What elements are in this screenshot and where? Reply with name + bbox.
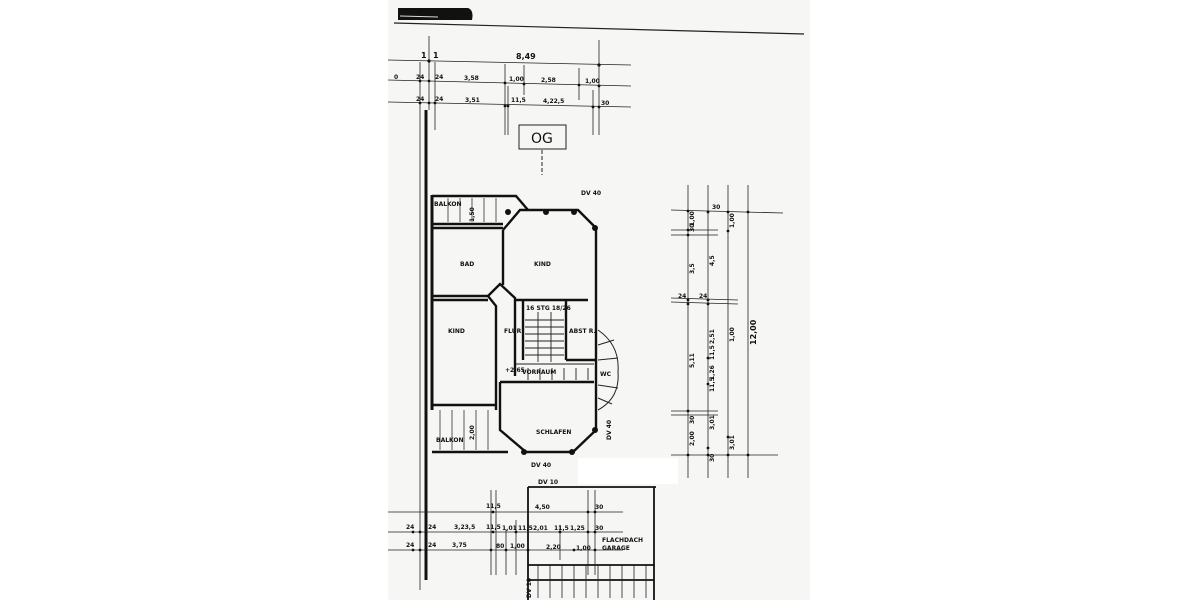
b-r2-8: 1,25 (570, 525, 585, 532)
room-bad: BAD (460, 261, 474, 268)
room-balkon-bottom: BALKON (436, 437, 464, 444)
r-col2-2: 24 (699, 293, 707, 300)
dim-overall: 8,49 (516, 52, 536, 61)
r-col3-0: 1,00 (729, 213, 736, 228)
r-col3-2: 3,01 (729, 435, 736, 450)
dv40-bottom: DV 40 (531, 462, 551, 469)
r-col2-4: 11,5 (709, 345, 716, 360)
balcony-hatching (439, 198, 497, 450)
r-col1-5: 30 (689, 416, 696, 424)
dim-r1-3: 3,58 (464, 75, 479, 82)
b-r3-0: 24 (406, 542, 414, 549)
axis-label-1b: 1 (433, 51, 439, 60)
building-outline (432, 194, 598, 454)
balkon-depth-bottom: 2,00 (469, 425, 476, 440)
b-r1-0: 11,5 (486, 503, 501, 510)
blank-patch (578, 458, 678, 484)
dim-r1-1: 24 (416, 74, 424, 81)
r-col1-4: 5,11 (689, 353, 696, 368)
axis-label-1a: 1 (421, 51, 427, 60)
dim-dots-bottom (411, 510, 597, 552)
wall-posts (505, 209, 598, 455)
dim-r1-2: 24 (435, 74, 443, 81)
dim-r2-0: 24 (416, 96, 424, 103)
room-abstr: ABST R. (569, 328, 596, 335)
dim-r2-1: 24 (435, 96, 443, 103)
room-balkon-top: BALKON (434, 201, 462, 208)
b-r2-2: 3,23,5 (454, 524, 475, 531)
dim-r2-2: 3,51 (465, 97, 480, 104)
dim-r1-4: 1,00 (509, 76, 524, 83)
dv10-side: DV 10 (526, 578, 533, 598)
b-r2-9: 30 (595, 525, 603, 532)
r-col2-5: 1,26 (709, 365, 716, 380)
r-col2-0: 30 (712, 204, 720, 211)
garage-outline (527, 486, 656, 600)
stair-spec: 16 STG 18/26 (526, 305, 571, 312)
r-col2-7: 3,01 (709, 415, 716, 430)
r-col1-0: 1,00 (689, 211, 696, 226)
b-r3-2: 3,75 (452, 542, 467, 549)
b-r3-6: 1,00 (576, 545, 591, 552)
b-r2-5: 11,5 (518, 525, 533, 532)
dim-r2-3: 11,5 (511, 97, 526, 104)
b-r2-3: 11,5 (486, 524, 501, 531)
exterior-walls (424, 110, 434, 580)
b-r2-4: 1,01 (502, 525, 517, 532)
title-rule (393, 22, 805, 35)
dv40-right: DV 40 (606, 420, 613, 440)
r-col1-2: 3,5 (689, 263, 696, 274)
b-r2-0: 24 (406, 524, 414, 531)
r-col1-7: 30 (709, 454, 716, 462)
b-r3-3: 80 (496, 543, 504, 550)
floor-plan-drawing: 1 1 8,49 0 24 24 3,58 1,00 2,58 1,00 24 … (388, 8, 805, 600)
dim-r1-0: 0 (394, 74, 398, 81)
room-vorraum: VORRAUM (522, 369, 556, 376)
level-mark: +2,65 (505, 367, 525, 374)
label-garage: GARAGE (602, 545, 630, 552)
room-wc: WC (600, 371, 612, 378)
b-r3-4: 1,00 (510, 543, 525, 550)
r-col2-1: 4,5 (709, 255, 716, 266)
dim-dots-top (418, 59, 601, 109)
room-schlafen: SCHLAFEN (536, 429, 571, 436)
og-title-box (518, 124, 567, 150)
r-col1-3: 24 (678, 293, 686, 300)
dv40-top: DV 40 (581, 190, 601, 197)
redacted-header (398, 8, 473, 20)
dim-r1-6: 1,00 (585, 78, 600, 85)
floor-plan-sheet: 1 1 8,49 0 24 24 3,58 1,00 2,58 1,00 24 … (388, 0, 810, 600)
r-col3-1: 1,00 (729, 327, 736, 342)
r-col1-1: 30 (689, 224, 696, 232)
b-r2-1: 24 (428, 524, 436, 531)
staircase (516, 312, 594, 380)
b-r1-2: 30 (595, 504, 603, 511)
balkon-depth-top: 1,50 (469, 207, 476, 222)
room-flur: FLUR (504, 328, 522, 335)
room-kind-top: KIND (534, 261, 551, 268)
dim-r2-5: 30 (601, 100, 609, 107)
r-col2-3: 2,51 (709, 329, 716, 344)
r-total: 12,00 (749, 319, 758, 345)
floor-label: OG (531, 131, 553, 147)
b-r2-7: 11,5 (554, 525, 569, 532)
r-col2-6: 11,5 (709, 377, 716, 392)
dim-dots-right (686, 209, 750, 457)
garage-hatching (537, 565, 647, 598)
b-r2-6: 2,01 (533, 525, 548, 532)
r-col1-6: 2,00 (689, 431, 696, 446)
b-r3-1: 24 (428, 542, 436, 549)
label-flachdach: FLACHDACH (602, 537, 643, 544)
dim-r1-5: 2,58 (541, 77, 556, 84)
dim-r2-4: 4,22,5 (543, 98, 564, 105)
dv10: DV 10 (538, 479, 558, 486)
b-r3-5: 2,20 (546, 544, 561, 551)
spiral-stair (597, 329, 619, 411)
room-kind-left: KIND (448, 328, 465, 335)
b-r1-1: 4,50 (535, 504, 550, 511)
